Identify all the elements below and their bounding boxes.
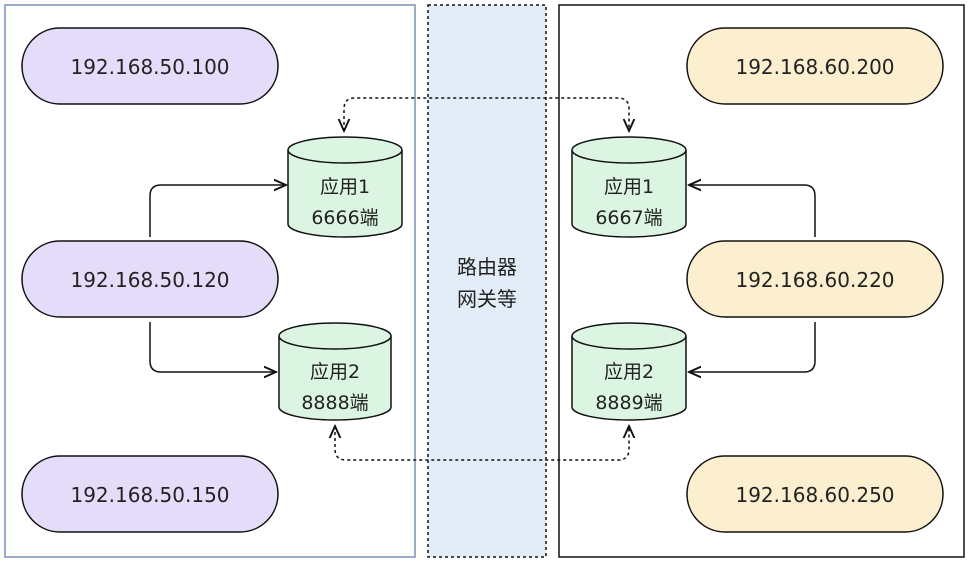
right-app-1-name: 应用1	[604, 176, 654, 198]
gateway-label-line1: 路由器	[457, 255, 517, 279]
left-app-1-database: 应用1 6666端	[287, 136, 403, 238]
right-host-3-ip: 192.168.60.250	[735, 483, 894, 507]
right-app-1-database: 应用1 6667端	[571, 136, 687, 238]
right-host-1: 192.168.60.200	[686, 27, 944, 105]
left-app-2-port: 8888端	[301, 392, 368, 414]
left-host-to-app1-arrow	[149, 185, 286, 237]
gateway-label-line2: 网关等	[457, 287, 517, 311]
right-app-2-port: 8889端	[595, 392, 662, 414]
right-app-2-name: 应用2	[604, 361, 654, 383]
left-host-1-ip: 192.168.50.100	[70, 55, 229, 79]
right-host-to-app1-arrow	[689, 185, 816, 237]
app2-cross-network-link	[335, 426, 629, 461]
right-host-2-ip: 192.168.60.220	[735, 268, 894, 292]
right-host-3: 192.168.60.250	[686, 455, 944, 533]
left-host-to-app2-arrow	[149, 322, 276, 372]
left-app-2-name: 应用2	[310, 361, 360, 383]
right-app-1-port: 6667端	[595, 207, 662, 229]
right-host-1-ip: 192.168.60.200	[735, 55, 894, 79]
left-app-1-name: 应用1	[320, 176, 370, 198]
app1-cross-network-link	[344, 97, 629, 131]
left-app-2-database: 应用2 8888端	[278, 322, 392, 421]
left-host-3: 192.168.50.150	[21, 455, 279, 533]
left-host-1: 192.168.50.100	[21, 27, 279, 105]
gateway-zone	[427, 4, 547, 558]
left-app-1-port: 6666端	[311, 207, 378, 229]
left-host-3-ip: 192.168.50.150	[70, 483, 229, 507]
right-host-to-app2-arrow	[689, 322, 816, 372]
right-host-2: 192.168.60.220	[686, 240, 944, 318]
left-host-2: 192.168.50.120	[21, 240, 279, 318]
left-host-2-ip: 192.168.50.120	[70, 268, 229, 292]
right-app-2-database: 应用2 8889端	[571, 322, 687, 421]
